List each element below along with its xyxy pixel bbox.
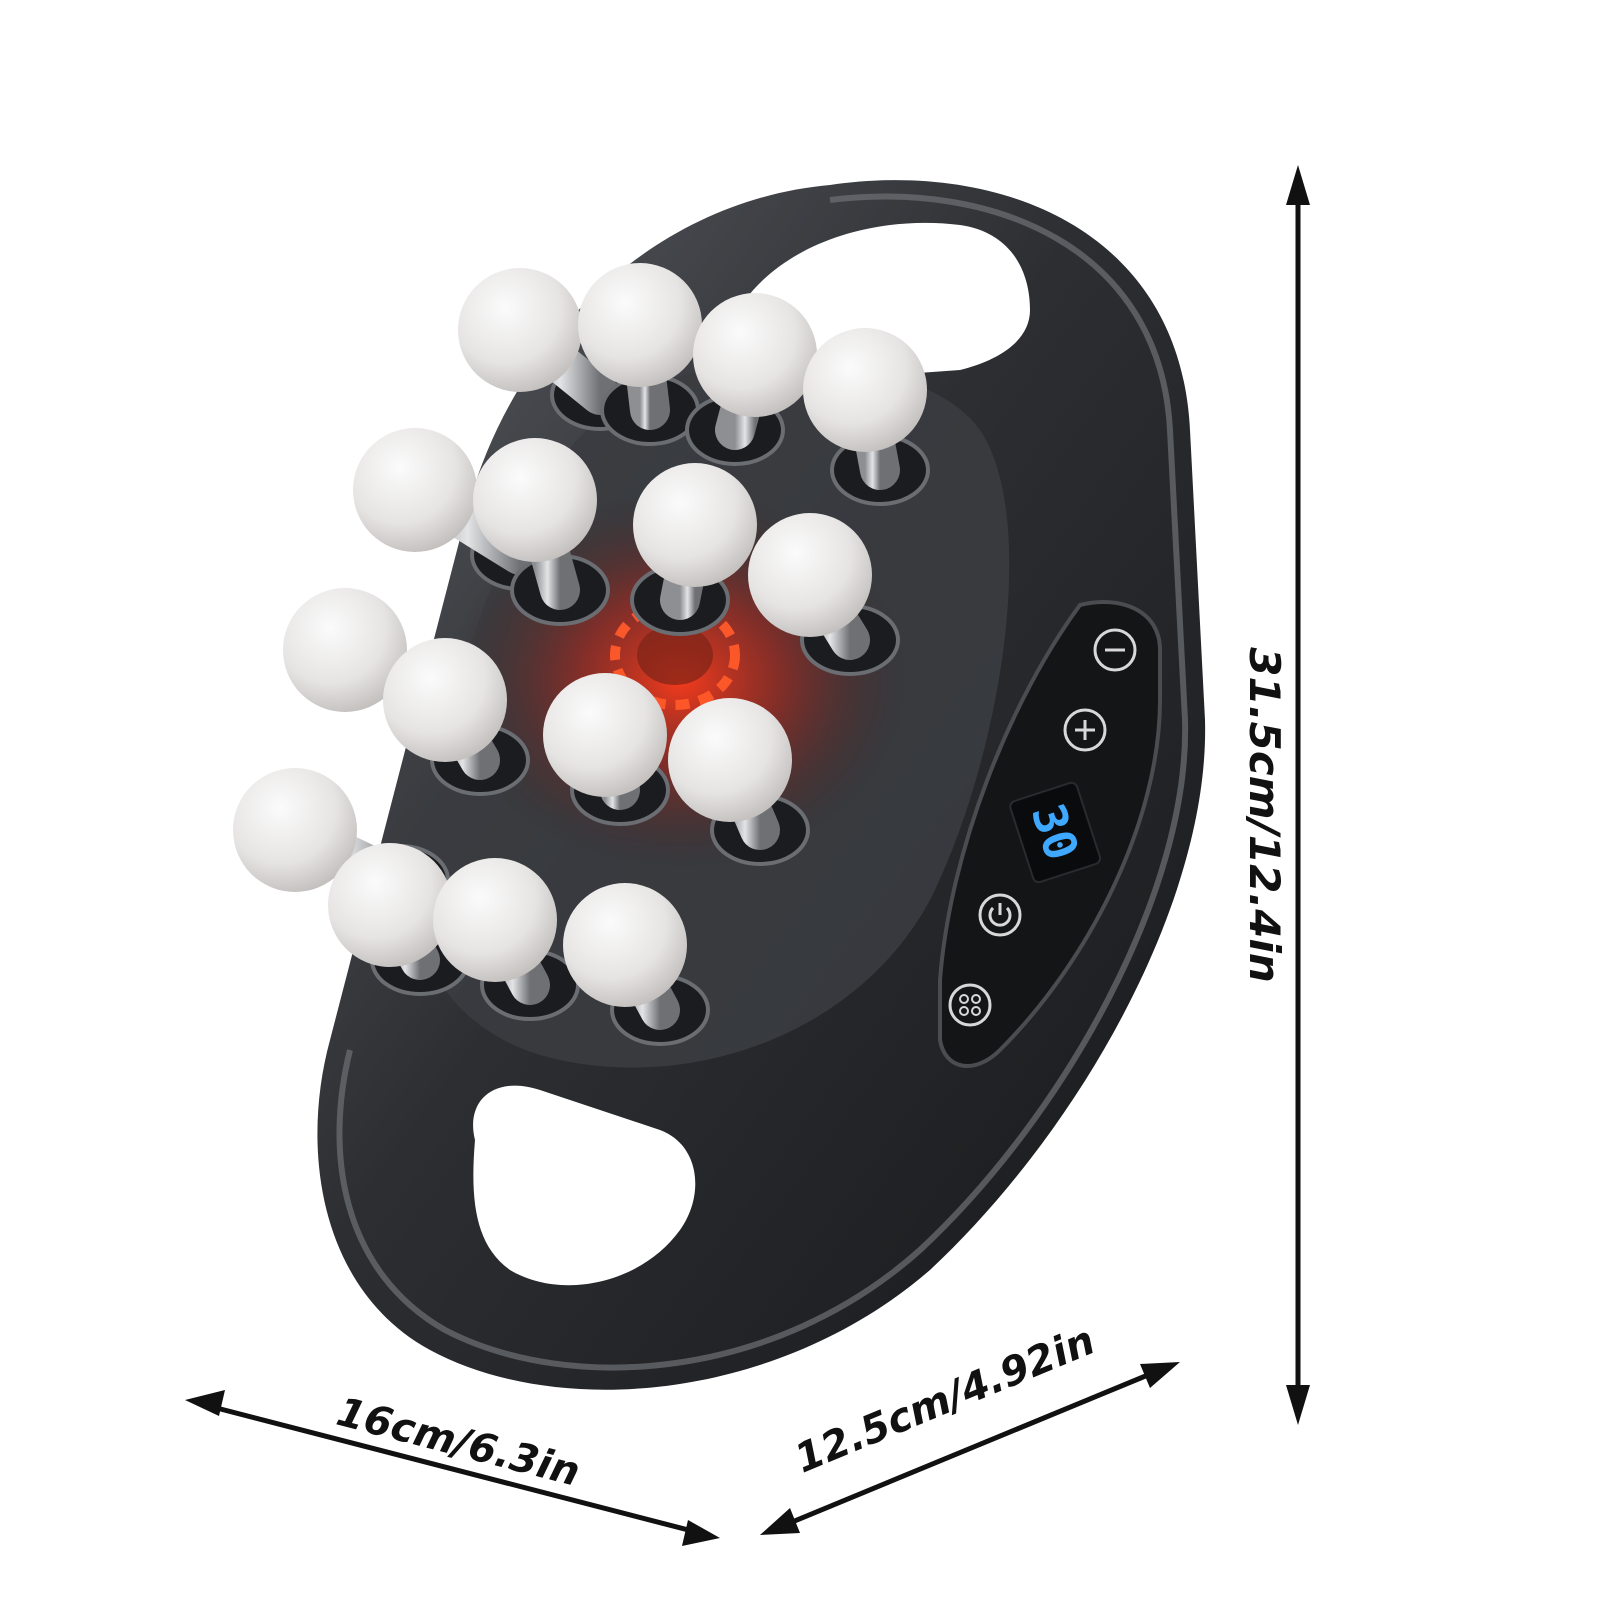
massager-rim <box>336 193 1189 1371</box>
massage-ball <box>563 883 710 1046</box>
massage-heads <box>233 263 930 1046</box>
massage-ball <box>748 513 900 676</box>
plus-button[interactable] <box>1063 708 1107 752</box>
massage-ball <box>630 463 757 636</box>
power-button[interactable] <box>978 893 1022 937</box>
massage-ball <box>543 673 670 826</box>
width-dimension: 16cm/6.3in <box>185 1389 720 1546</box>
massage-ball <box>473 438 610 626</box>
grid-icon <box>959 994 981 1016</box>
arrow-up-icon <box>1286 165 1310 205</box>
plus-icon <box>1075 720 1095 740</box>
height-label: 31.5cm/12.4in <box>1240 647 1289 983</box>
power-icon <box>988 903 1012 927</box>
arrow-left-icon <box>185 1390 225 1416</box>
massage-ball <box>668 698 810 866</box>
control-panel: 30 <box>938 600 1162 1068</box>
massage-ball <box>383 638 530 796</box>
massage-ball <box>328 843 470 996</box>
width-label: 16cm/6.3in <box>332 1389 584 1496</box>
height-dimension: 31.5cm/12.4in <box>1240 165 1310 1425</box>
massage-ball <box>803 328 930 506</box>
arrow-down-icon <box>1286 1385 1310 1425</box>
massage-ball <box>458 268 650 431</box>
massage-ball <box>578 263 702 446</box>
mode-button[interactable] <box>948 983 992 1027</box>
arrow-left-icon <box>760 1508 800 1535</box>
bottom-handle-opening[interactable] <box>473 1085 696 1286</box>
massage-ball <box>685 293 817 466</box>
arrow-right-icon <box>1140 1362 1180 1388</box>
heat-ring <box>610 600 740 710</box>
arrow-right-icon <box>682 1520 720 1546</box>
digital-display: 30 <box>1009 781 1102 884</box>
minus-button[interactable] <box>1093 628 1137 672</box>
depth-dimension: 12.5cm/4.92in <box>760 1318 1180 1535</box>
